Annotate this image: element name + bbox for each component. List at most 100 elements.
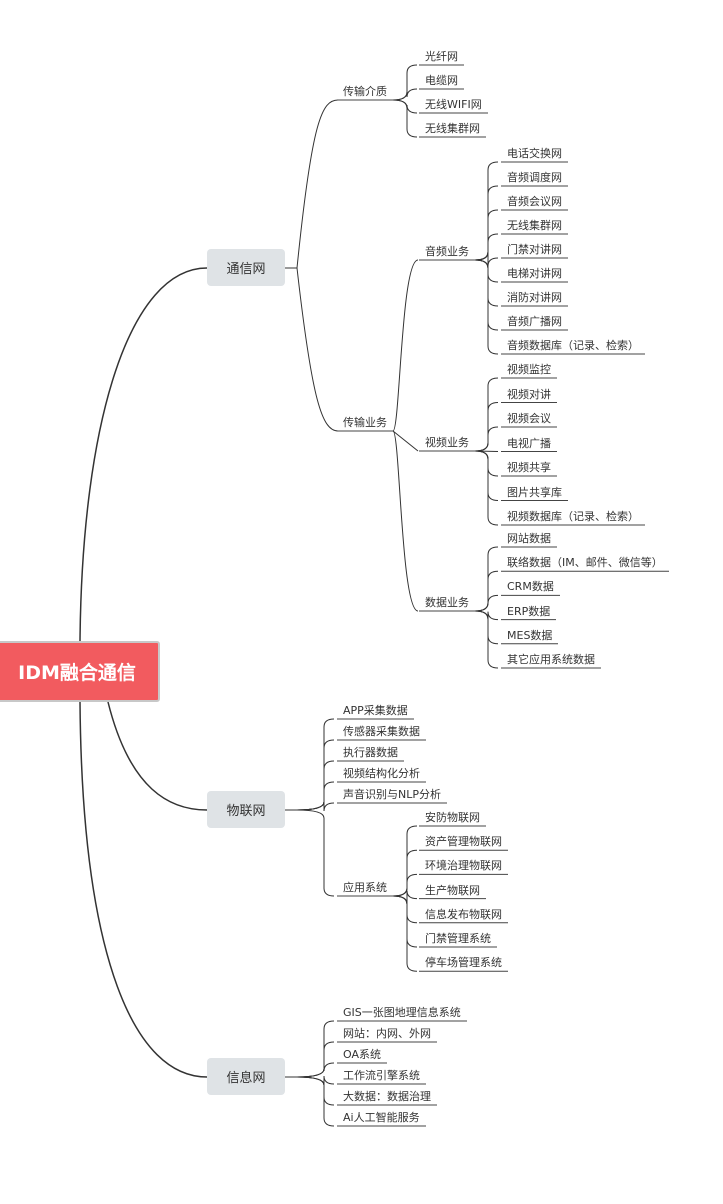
connector (474, 570, 499, 612)
connector (392, 895, 418, 972)
data-item[interactable]: 联络数据（IM、邮件、微信等） (507, 556, 663, 570)
connector (474, 259, 499, 331)
connector (474, 209, 499, 261)
medium-item[interactable]: 电缆网 (425, 74, 458, 87)
connector (296, 801, 335, 812)
connector (474, 610, 499, 645)
iot-item[interactable]: APP采集数据 (343, 704, 408, 717)
connector (296, 1041, 335, 1078)
connector (474, 610, 499, 669)
iot-item[interactable]: 传感器采集数据 (343, 725, 420, 738)
connector (79, 267, 208, 642)
connector (296, 267, 339, 432)
info-item[interactable]: GIS一张图地理信息系统 (343, 1006, 461, 1019)
connector (296, 99, 339, 269)
app-item[interactable]: 环境治理物联网 (425, 859, 502, 873)
connector (474, 402, 499, 452)
info-item[interactable]: 大数据：数据治理 (343, 1090, 431, 1103)
connector (296, 718, 335, 811)
connector (296, 1020, 335, 1078)
data-item[interactable]: ERP数据 (507, 604, 551, 618)
connector (296, 809, 335, 897)
node-audio-service[interactable]: 音频业务 (425, 245, 469, 258)
connector (474, 450, 499, 526)
node-app-system[interactable]: 应用系统 (343, 881, 387, 894)
app-item[interactable]: 信息发布物联网 (425, 907, 502, 921)
connector (392, 99, 418, 114)
audio-item[interactable]: 门禁对讲网 (507, 243, 562, 256)
connector (392, 99, 418, 138)
node-transmission-medium[interactable]: 传输介质 (343, 85, 387, 98)
video-item[interactable]: 视频共享 (507, 461, 551, 474)
info-item[interactable]: 工作流引擎系统 (343, 1069, 420, 1082)
root-node[interactable]: IDM融合通信 (0, 641, 160, 702)
data-item[interactable]: 网站数据 (507, 532, 551, 545)
video-item[interactable]: 电视广播 (507, 436, 551, 450)
audio-item[interactable]: 音频会议网 (507, 195, 562, 208)
node-video-service[interactable]: 视频业务 (425, 436, 469, 449)
audio-item[interactable]: 音频调度网 (507, 171, 562, 184)
connector (296, 781, 335, 811)
connector (392, 825, 418, 897)
audio-item[interactable]: 电梯对讲网 (507, 267, 562, 280)
connector (474, 426, 499, 452)
iot-item[interactable]: 执行器数据 (343, 746, 398, 759)
node-data-service[interactable]: 数据业务 (425, 596, 469, 609)
connector (107, 701, 208, 811)
info-item[interactable]: 网站：内网、外网 (343, 1027, 431, 1040)
audio-item[interactable]: 电话交换网 (507, 147, 562, 160)
iot-item[interactable]: 声音识别与NLP分析 (343, 788, 441, 801)
connector (474, 594, 499, 612)
audio-item[interactable]: 无线集群网 (507, 219, 562, 232)
connector (474, 251, 499, 267)
connector (474, 546, 499, 612)
data-item[interactable]: 其它应用系统数据 (507, 653, 595, 666)
connector (392, 430, 419, 452)
connector (474, 377, 499, 452)
info-item[interactable]: OA系统 (343, 1048, 381, 1061)
video-item[interactable]: 视频会议 (507, 412, 551, 425)
node-transmission-service[interactable]: 传输业务 (343, 416, 387, 429)
connector (474, 185, 499, 261)
medium-item[interactable]: 光纤网 (425, 50, 458, 63)
connector (296, 1062, 335, 1078)
connector (392, 895, 418, 948)
connector (392, 895, 418, 924)
node-comm[interactable]: 通信网 (207, 249, 285, 286)
audio-item[interactable]: 音频数据库（记录、检索） (507, 339, 639, 352)
connector (296, 1076, 335, 1127)
connector (392, 849, 418, 897)
audio-item[interactable]: 消防对讲网 (507, 291, 562, 304)
app-item[interactable]: 安防物联网 (425, 811, 480, 824)
iot-item[interactable]: 视频结构化分析 (343, 767, 420, 780)
audio-item[interactable]: 音频广播网 (507, 315, 562, 328)
node-info[interactable]: 信息网 (207, 1058, 285, 1095)
app-item[interactable]: 门禁管理系统 (425, 932, 491, 945)
node-iot[interactable]: 物联网 (207, 791, 285, 828)
connector (392, 259, 419, 432)
connector (392, 873, 418, 897)
app-item[interactable]: 停车场管理系统 (425, 956, 502, 970)
video-item[interactable]: 视频对讲 (507, 387, 551, 401)
connector (392, 430, 419, 612)
video-item[interactable]: 视频数据库（记录、检索） (507, 510, 639, 523)
data-item[interactable]: MES数据 (507, 628, 553, 642)
connector (474, 259, 499, 307)
app-item[interactable]: 生产物联网 (425, 883, 480, 897)
connector (296, 760, 335, 811)
connector (474, 161, 499, 261)
video-item[interactable]: 图片共享库 (507, 485, 562, 499)
connector (296, 739, 335, 811)
medium-item[interactable]: 无线集群网 (425, 122, 480, 135)
video-item[interactable]: 视频监控 (507, 363, 551, 376)
connector (296, 1076, 335, 1106)
connector (392, 88, 418, 101)
app-item[interactable]: 资产管理物联网 (425, 835, 502, 849)
connector (392, 64, 418, 101)
data-item[interactable]: CRM数据 (507, 580, 554, 594)
info-item[interactable]: Ai人工智能服务 (343, 1111, 420, 1124)
connector (474, 259, 499, 355)
medium-item[interactable]: 无线WIFI网 (425, 98, 482, 111)
